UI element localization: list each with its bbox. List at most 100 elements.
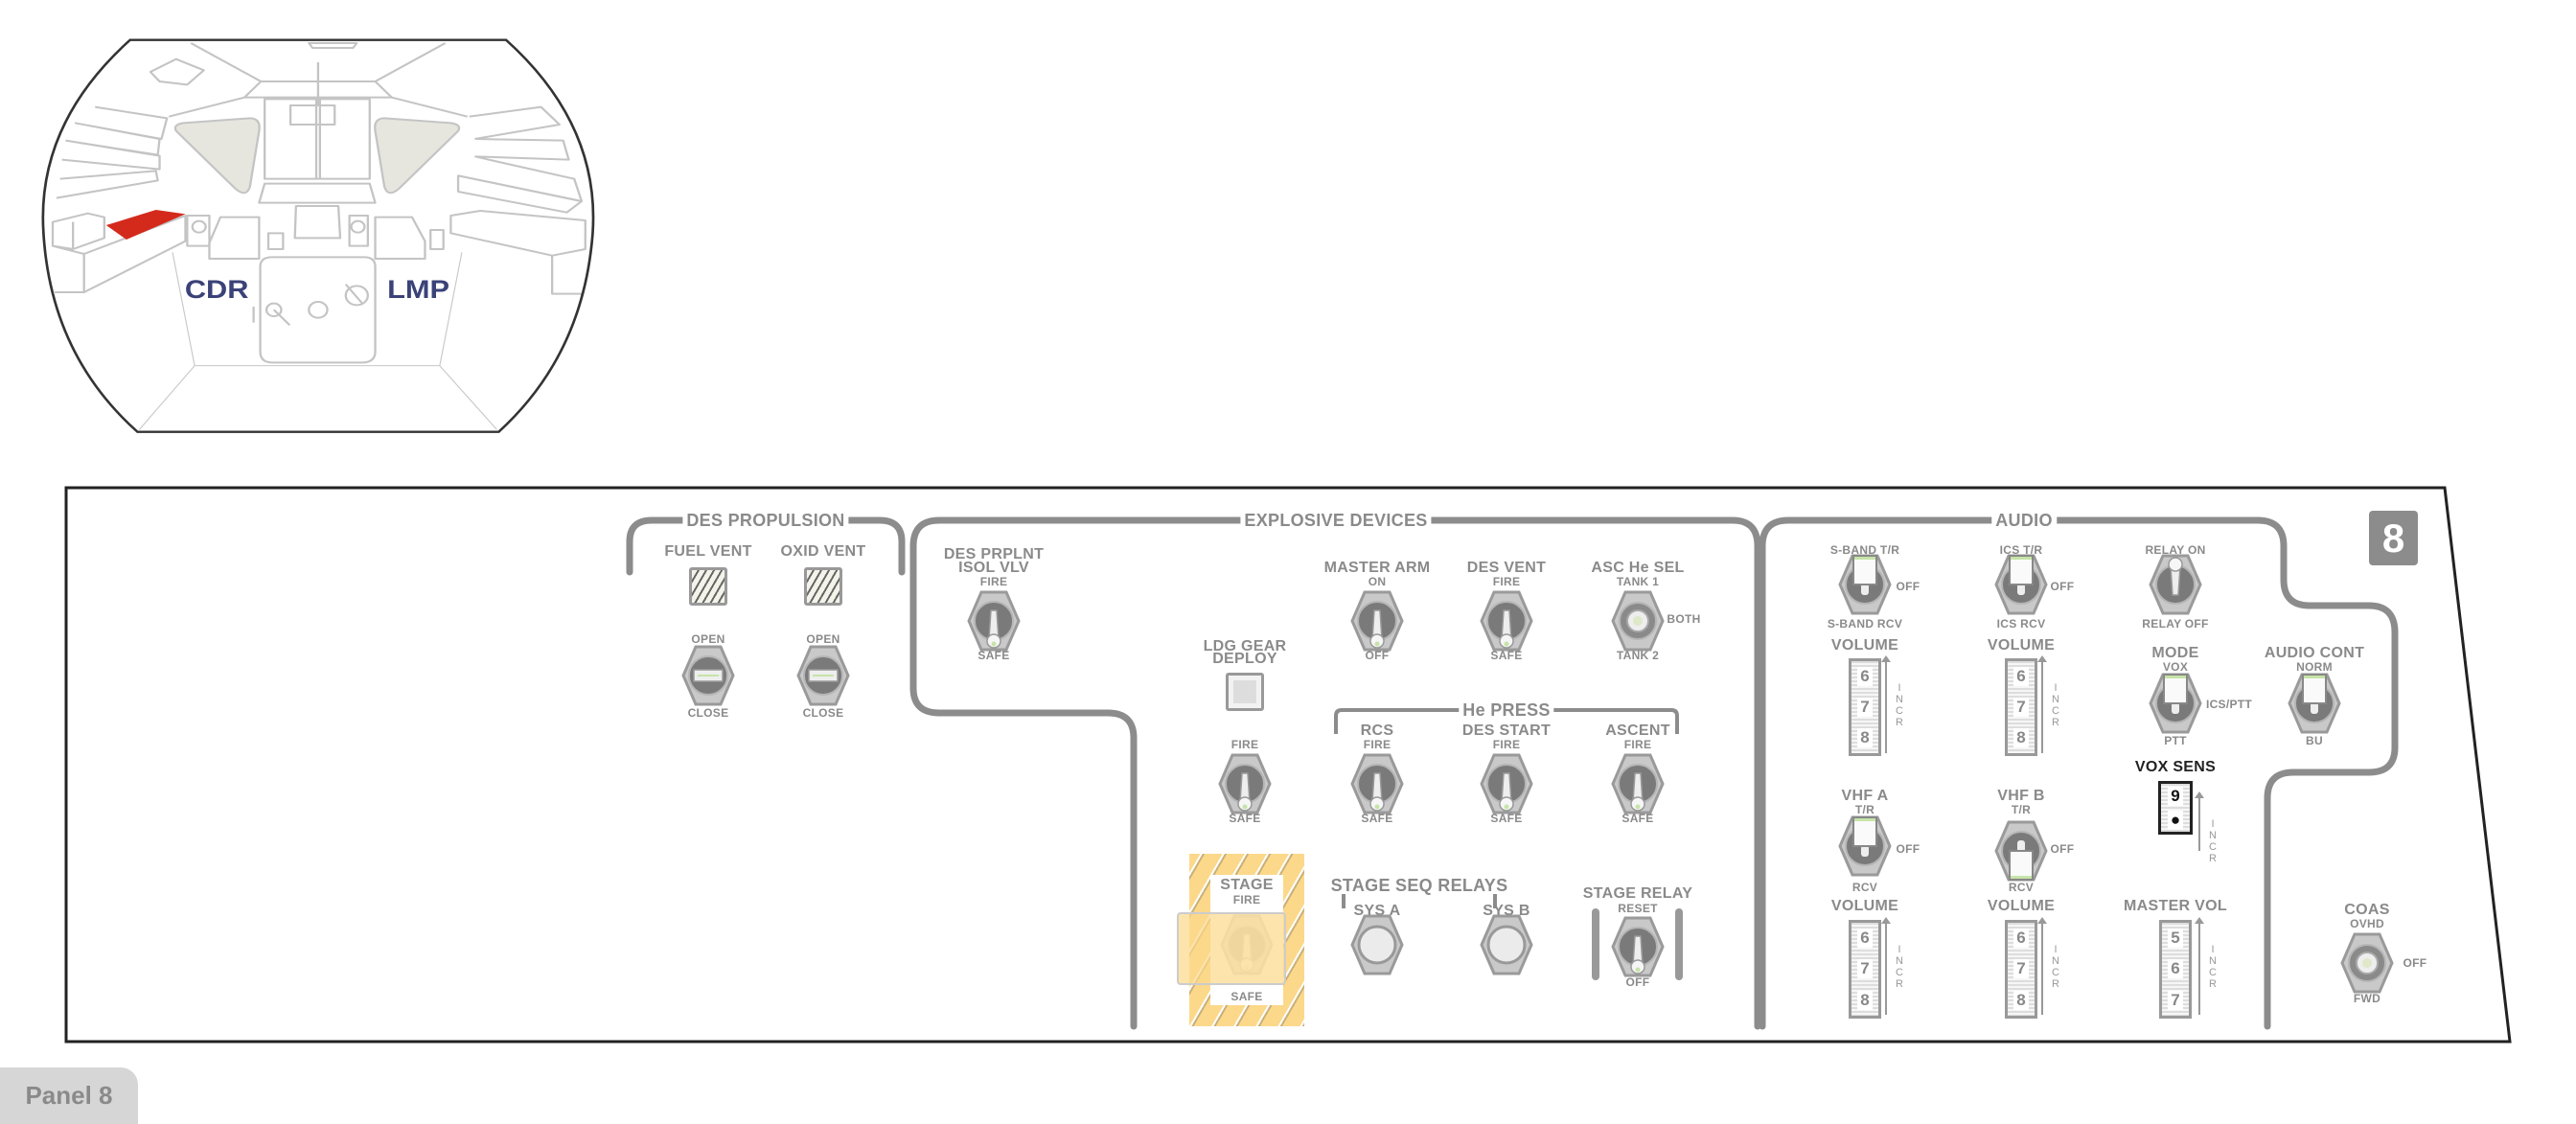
master-arm-switch[interactable] — [1350, 589, 1404, 653]
asc-he-sel-both-label: BOTH — [1667, 612, 1701, 626]
oxid-vent-switch[interactable] — [796, 644, 850, 707]
he-press-title: He PRESS — [1459, 701, 1554, 719]
incr-letter: R — [2052, 717, 2059, 728]
sys-a-button[interactable] — [1350, 913, 1404, 976]
wheel-digit: 8 — [1857, 728, 1873, 747]
cdr-label: CDR — [185, 276, 249, 305]
wheel-digit: 7 — [2168, 990, 2183, 1010]
stage-relay-switch[interactable] — [1611, 915, 1665, 978]
fuel-vent-label: FUEL VENT — [664, 543, 752, 560]
audio-cont-switch[interactable] — [2288, 672, 2341, 735]
master-arm-switch-glyph — [1350, 590, 1404, 652]
stage-fire-label: FIRE — [1232, 893, 1261, 906]
wheel-digit: 6 — [2168, 959, 2183, 979]
s-band-off-label: OFF — [1896, 580, 1920, 593]
audio-cont-switch-glyph — [2288, 673, 2341, 734]
coas-switch[interactable] — [2340, 931, 2394, 995]
audio-bracket — [1759, 516, 2399, 1030]
wheel-digit: 9 — [2168, 786, 2183, 806]
des-vent-safe-label: SAFE — [1490, 649, 1523, 662]
asc-he-sel-switch[interactable] — [1611, 589, 1665, 653]
oxid-vent-label: OXID VENT — [780, 543, 866, 560]
panel-tab[interactable]: Panel 8 — [0, 1067, 138, 1124]
vhf-a-volume-label: VOLUME — [1830, 898, 1899, 914]
fuel-vent-switch[interactable] — [681, 644, 735, 707]
des-start-fire-label: FIRE — [1492, 738, 1521, 751]
lmp-label: LMP — [387, 276, 449, 305]
des-vent-switch[interactable] — [1480, 589, 1533, 653]
incr-letter: R — [2209, 978, 2217, 990]
master-arm-on-label: ON — [1368, 575, 1387, 588]
master-vol-thumbwheel[interactable]: 5 6 7 — [2159, 920, 2192, 1019]
des-prplnt-isol-vlv-switch[interactable] — [967, 589, 1021, 653]
audio-cont-bu-label: BU — [2306, 734, 2323, 747]
vhf-a-switch[interactable] — [1838, 814, 1892, 878]
des-vent-switch-glyph — [1480, 590, 1533, 652]
ics-off-label: OFF — [2050, 580, 2075, 593]
wheel-digit: 6 — [1857, 667, 1873, 686]
incr-letter: I — [2054, 682, 2058, 694]
increase-arrow-icon — [2195, 917, 2204, 1015]
relay-on-label: RELAY ON — [2145, 543, 2206, 557]
mode-switch[interactable] — [2149, 672, 2202, 735]
des-prplnt-safe-label: SAFE — [978, 649, 1010, 662]
increase-arrow-icon — [1881, 655, 1891, 753]
incr-letter: N — [2209, 955, 2217, 967]
des-start-he-press-switch-glyph — [1480, 753, 1533, 814]
ics-switch-glyph — [1994, 554, 2048, 615]
s-band-rcv-label: S-BAND RCV — [1827, 617, 1903, 631]
wheel-digit: 5 — [2168, 929, 2183, 949]
oxid-vent-flag-indicator — [804, 567, 842, 606]
des-prplnt-label: DES PRPLNT — [943, 546, 1045, 562]
coas-label: COAS — [2344, 902, 2390, 918]
incr-letter: C — [2209, 841, 2217, 853]
rcs-label: RCS — [1360, 723, 1394, 739]
deploy-label: DEPLOY — [1212, 651, 1277, 667]
vox-sens-thumbwheel[interactable]: 9● — [2158, 781, 2193, 835]
des-prplnt-fire-label: FIRE — [979, 575, 1008, 588]
coas-switch-glyph — [2340, 932, 2394, 994]
explosive-devices-title: EXPLOSIVE DEVICES — [1240, 512, 1432, 529]
incr-letter: R — [1896, 978, 1903, 990]
ascent-he-press-switch[interactable] — [1611, 752, 1665, 815]
ldg-gear-label: LDG GEAR — [1203, 638, 1287, 654]
rcs-he-press-switch[interactable] — [1350, 752, 1404, 815]
vhf-b-switch[interactable] — [1994, 819, 2048, 883]
des-start-he-press-switch[interactable] — [1480, 752, 1533, 815]
ldg-gear-deploy-switch[interactable] — [1218, 752, 1272, 815]
sys-a-button-glyph — [1350, 914, 1404, 975]
vhf-a-rcv-label: RCV — [1852, 881, 1878, 894]
ascent-safe-label: SAFE — [1622, 812, 1654, 825]
sys-b-button-glyph — [1480, 914, 1533, 975]
des-vent-fire-label: FIRE — [1492, 575, 1521, 588]
incr-letter: C — [2052, 705, 2059, 717]
stage-relay-guard-right — [1675, 908, 1683, 980]
sys-b-button[interactable] — [1480, 913, 1533, 976]
master-arm-off-label: OFF — [1365, 649, 1390, 662]
wheel-digit: 6 — [1857, 929, 1873, 949]
s-band-switch[interactable] — [1838, 553, 1892, 616]
mode-vox-label: VOX — [2162, 660, 2189, 674]
oxid-vent-open-label: OPEN — [806, 632, 840, 646]
incr-letter: I — [1898, 944, 1901, 955]
relay-switch-glyph — [2149, 554, 2202, 615]
mode-ics-ptt-label: ICS/PTT — [2205, 698, 2253, 711]
incr-letter: N — [1896, 955, 1903, 967]
ldg-gear-deploy-switch-glyph — [1218, 753, 1272, 814]
incr-letter: N — [2052, 694, 2059, 705]
increase-arrow-icon — [2195, 791, 2204, 851]
stage-relay-label: STAGE RELAY — [1582, 885, 1693, 902]
des-prplnt-isol-vlv-switch-glyph — [967, 590, 1021, 652]
asc-he-sel-tank2-label: TANK 2 — [1616, 649, 1660, 662]
relay-switch[interactable] — [2149, 553, 2202, 616]
ics-switch[interactable] — [1994, 553, 2048, 616]
stage-guard-cover[interactable] — [1177, 912, 1286, 985]
